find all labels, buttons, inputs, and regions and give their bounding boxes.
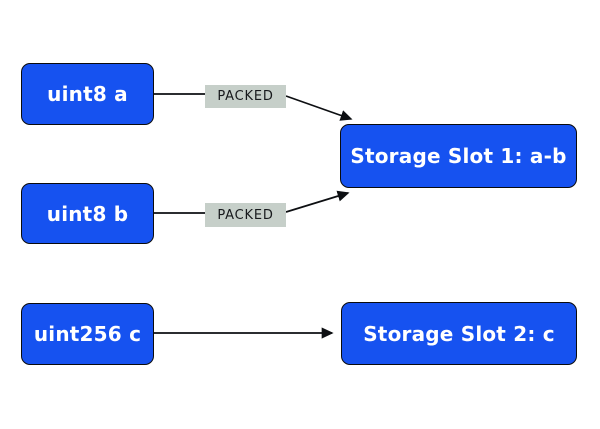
node-uint8-a-label: uint8 a xyxy=(47,82,128,106)
edge-a-arrow xyxy=(285,95,353,121)
edge-label-packed-a-text: PACKED xyxy=(217,89,274,104)
node-storage-slot-1-label: Storage Slot 1: a-b xyxy=(350,144,567,168)
edge-label-packed-a: PACKED xyxy=(205,85,286,108)
edge-b-arrow xyxy=(285,190,350,213)
node-uint256-c: uint256 c xyxy=(21,303,154,365)
node-storage-slot-2: Storage Slot 2: c xyxy=(341,302,577,365)
node-uint8-a: uint8 a xyxy=(21,63,154,125)
node-uint8-b: uint8 b xyxy=(21,183,154,244)
node-storage-slot-1: Storage Slot 1: a-b xyxy=(340,124,577,188)
edge-label-packed-b-text: PACKED xyxy=(217,207,274,223)
node-uint8-b-label: uint8 b xyxy=(46,201,129,226)
node-uint256-c-label: uint256 c xyxy=(33,322,142,346)
edge-label-packed-b: PACKED xyxy=(205,203,286,227)
node-storage-slot-2-label: Storage Slot 2: c xyxy=(363,321,555,346)
